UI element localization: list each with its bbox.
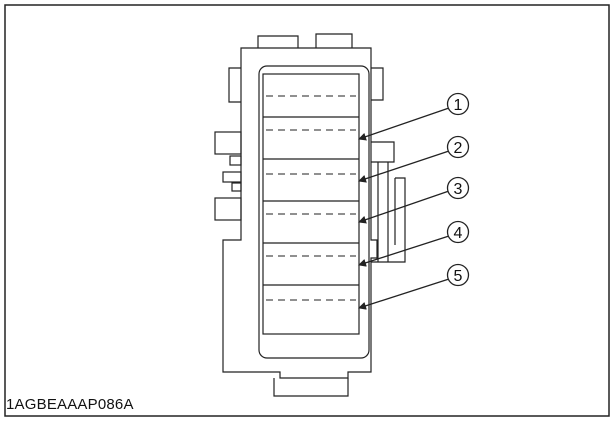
- callout-circle: [446, 176, 470, 200]
- leader-line-1: [358, 107, 450, 141]
- housing-right-ear: [371, 67, 384, 101]
- left-clip-5: [214, 197, 242, 221]
- callout-1: 1: [446, 92, 470, 116]
- fuse-block-housing: [214, 33, 406, 397]
- housing-body: [222, 47, 378, 379]
- leader-lines: [358, 107, 450, 310]
- right-bracket-bottom: [371, 177, 406, 263]
- leader-line-4: [358, 235, 450, 267]
- fuse-slots: [263, 116, 359, 286]
- callout-4: 4: [446, 220, 470, 244]
- figure-id-label: 1AGBEAAAP086A: [6, 396, 134, 413]
- callout-3: 3: [446, 176, 470, 200]
- callout-number: 4: [454, 225, 463, 242]
- callout-circle: [446, 263, 470, 287]
- callout-circle: [446, 135, 470, 159]
- callout-number: 3: [454, 181, 463, 198]
- left-clip-1: [214, 131, 242, 155]
- left-clip-2: [229, 155, 242, 166]
- callout-circle: [446, 92, 470, 116]
- leader-line-3: [358, 190, 450, 224]
- left-clip-3: [222, 171, 242, 183]
- leader-line-2: [358, 150, 450, 183]
- housing-top-tab-left: [257, 35, 299, 48]
- cavity-inner: [262, 73, 360, 335]
- housing-top-tab-right: [315, 33, 353, 48]
- housing-left-ear: [228, 67, 241, 103]
- fuse-cavity: [258, 65, 370, 359]
- left-clip-4: [231, 182, 242, 192]
- cavity-outer: [258, 65, 370, 359]
- figure-border: [4, 4, 610, 417]
- callout-number: 1: [454, 97, 463, 114]
- callout-circle: [446, 220, 470, 244]
- callout-number: 2: [454, 140, 463, 157]
- leader-line-5: [358, 278, 450, 310]
- callout-5: 5: [446, 263, 470, 287]
- housing-bottom-tab: [273, 378, 349, 397]
- right-bracket-top: [371, 141, 395, 163]
- callout-2: 2: [446, 135, 470, 159]
- fuse-slot-centerlines: [266, 95, 356, 301]
- callout-number: 5: [454, 268, 463, 285]
